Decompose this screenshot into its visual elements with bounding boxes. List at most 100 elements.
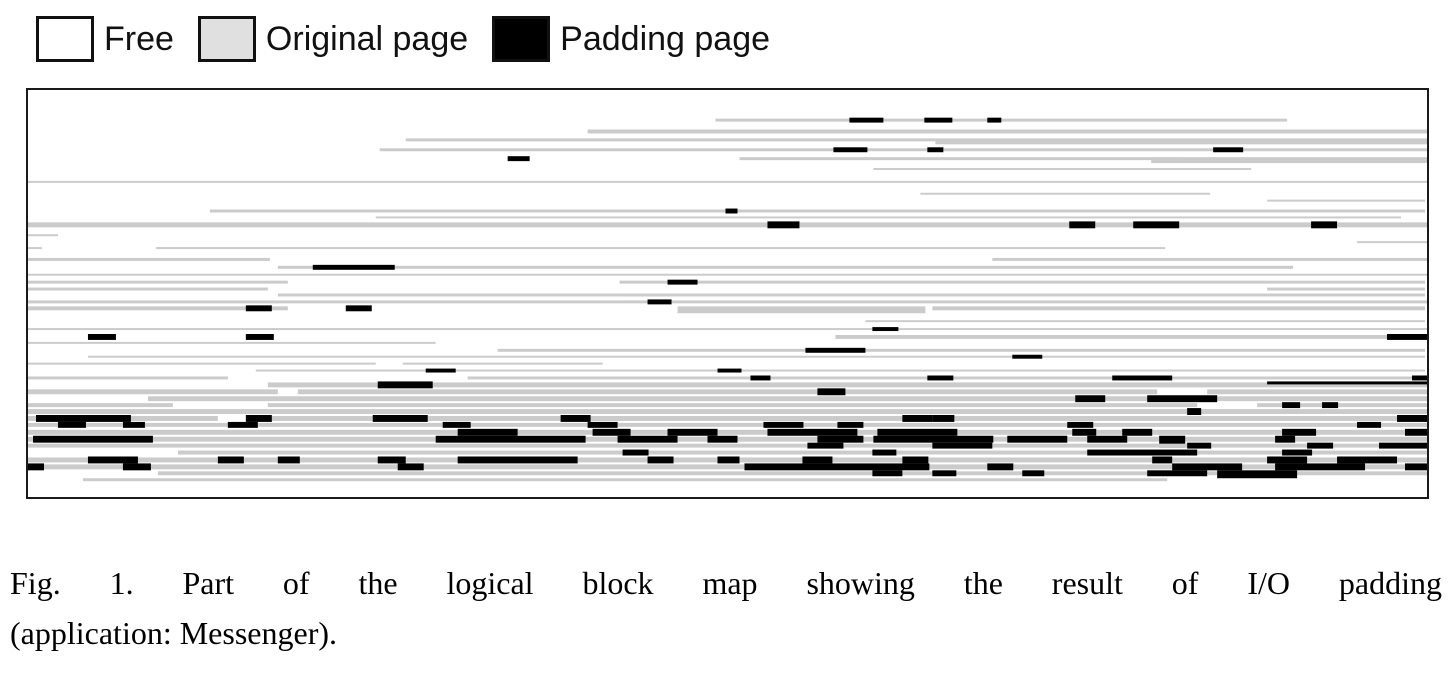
- padding-page-segment: [817, 435, 864, 443]
- padding-page-segment: [377, 381, 433, 389]
- original-page-segment: [375, 216, 1402, 219]
- padding-page-segment: [1412, 375, 1427, 381]
- original-page-segment: [28, 247, 42, 250]
- logical-block-map: [26, 88, 1429, 499]
- padding-page-segment: [927, 375, 954, 381]
- original-page-segment: [28, 422, 1427, 427]
- padding-page-segment: [1267, 456, 1308, 464]
- original-page-segment: [177, 450, 1427, 455]
- figure-caption-line1: Fig. 1. Part of the logical block map sh…: [10, 565, 1442, 601]
- legend-label-padding-page: Padding page: [560, 19, 771, 58]
- padding-page-swatch-icon: [492, 16, 551, 62]
- padding-page-segment: [1307, 442, 1334, 449]
- padding-page-segment: [802, 456, 833, 464]
- original-page-segment: [1267, 199, 1426, 202]
- block-map-canvas: [28, 117, 1427, 482]
- padding-page-segment: [1337, 456, 1398, 464]
- original-page-segment: [402, 362, 603, 365]
- original-page-segment: [497, 348, 1426, 352]
- padding-page-segment: [312, 264, 395, 270]
- padding-page-segment: [1275, 463, 1366, 471]
- padding-page-segment: [1087, 435, 1128, 443]
- padding-page-segment: [717, 368, 742, 373]
- padding-page-segment: [372, 415, 428, 422]
- padding-page-segment: [1172, 463, 1243, 471]
- padding-page-segment: [744, 463, 930, 471]
- padding-page-segment: [1152, 456, 1173, 464]
- original-page-segment: [28, 300, 1427, 304]
- original-page-segment: [28, 443, 1427, 448]
- padding-page-segment: [1122, 428, 1153, 436]
- padding-page-segment: [932, 442, 993, 449]
- padding-page-segment: [457, 456, 578, 464]
- padding-page-segment: [1087, 449, 1198, 456]
- padding-page-segment: [442, 421, 471, 428]
- padding-page-segment: [805, 347, 866, 353]
- original-page-segment: [935, 138, 1427, 145]
- padding-page-segment: [1311, 221, 1338, 229]
- original-page-segment: [255, 369, 1426, 372]
- original-page-segment: [1267, 287, 1426, 291]
- padding-page-segment: [725, 208, 738, 214]
- figure-legend: Free Original page Padding page: [36, 16, 794, 62]
- original-page-segment: [28, 180, 1427, 183]
- padding-page-segment: [1072, 428, 1097, 436]
- legend-item-free: Free: [36, 16, 174, 62]
- padding-page-segment: [647, 456, 674, 464]
- padding-page-segment: [377, 456, 406, 464]
- padding-page-segment: [245, 334, 274, 340]
- original-page-segment: [28, 222, 1427, 228]
- padding-page-segment: [1067, 421, 1094, 428]
- original-page-segment: [277, 265, 1294, 269]
- original-page-segment: [155, 247, 1166, 250]
- padding-page-segment: [1213, 147, 1244, 153]
- padding-page-segment: [667, 279, 698, 285]
- padding-page-segment: [750, 375, 771, 381]
- padding-page-segment: [987, 463, 1014, 471]
- padding-page-segment: [1217, 470, 1298, 479]
- padding-page-segment: [560, 415, 591, 422]
- original-page-segment: [28, 280, 288, 284]
- original-page-segment: [28, 389, 278, 395]
- padding-page-segment: [245, 415, 272, 422]
- padding-page-segment: [87, 456, 138, 464]
- padding-page-segment: [227, 421, 258, 428]
- figure-caption-line2: (application: Messenger).: [10, 615, 337, 651]
- original-page-segment: [267, 403, 1198, 408]
- original-page-segment: [28, 341, 436, 344]
- original-page-segment: [920, 192, 1211, 195]
- original-page-segment: [835, 334, 1426, 339]
- original-page-segment: [873, 168, 1252, 171]
- legend-label-original-page: Original page: [265, 19, 469, 58]
- padding-page-segment: [932, 415, 955, 422]
- padding-page-segment: [932, 470, 957, 477]
- original-page-segment: [28, 464, 1427, 470]
- padding-page-segment: [1379, 442, 1427, 449]
- original-page-segment: [28, 362, 376, 365]
- padding-page-segment: [587, 421, 618, 428]
- original-page-segment: [28, 429, 1427, 435]
- padding-page-segment: [457, 428, 518, 436]
- original-page-segment: [28, 273, 1427, 276]
- padding-page-segment: [1405, 428, 1427, 436]
- padding-page-segment: [927, 147, 944, 153]
- padding-page-segment: [1012, 354, 1043, 359]
- padding-page-segment: [1147, 470, 1208, 477]
- padding-page-segment: [32, 435, 153, 443]
- padding-page-segment: [592, 428, 631, 436]
- original-page-segment: [297, 389, 1158, 395]
- padding-page-segment: [849, 117, 884, 123]
- original-page-segment: [277, 293, 646, 297]
- padding-page-segment: [1075, 395, 1106, 403]
- padding-page-segment: [1147, 395, 1218, 403]
- padding-page-segment: [622, 449, 649, 456]
- original-page-segment: [28, 257, 270, 261]
- original-page-segment: [209, 209, 1426, 213]
- padding-page-segment: [872, 327, 899, 332]
- padding-page-segment: [35, 415, 131, 422]
- original-page-segment: [87, 355, 1426, 358]
- original-page-segment: [587, 129, 1427, 134]
- figure-caption: Fig. 1. Part of the logical block map sh…: [10, 558, 1442, 658]
- original-page-segment: [677, 306, 926, 314]
- padding-page-segment: [837, 421, 864, 428]
